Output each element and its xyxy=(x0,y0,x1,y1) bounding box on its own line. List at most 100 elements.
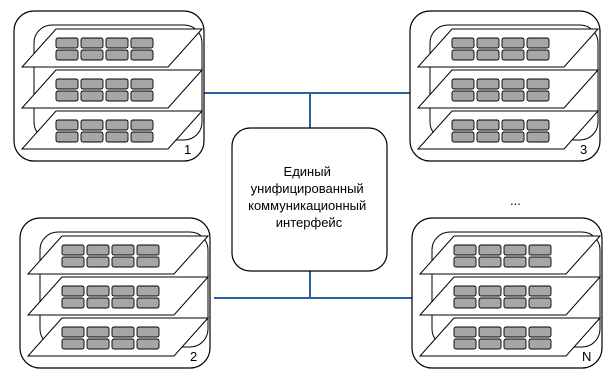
memory-chip xyxy=(476,90,500,102)
memory-chip xyxy=(136,285,160,297)
memory-chip xyxy=(453,256,477,268)
memory-chip xyxy=(86,326,110,338)
memory-chip xyxy=(528,338,552,350)
memory-chip xyxy=(526,37,550,49)
memory-chip xyxy=(478,338,502,350)
memory-chip xyxy=(55,78,79,90)
memory-chip xyxy=(453,338,477,350)
memory-chip xyxy=(478,297,502,309)
memory-chip xyxy=(136,326,160,338)
memory-chip xyxy=(503,285,527,297)
memory-chip xyxy=(136,297,160,309)
memory-chip xyxy=(478,285,502,297)
module-1: 1 xyxy=(13,10,205,162)
memory-chip xyxy=(80,119,104,131)
memory-chip xyxy=(476,78,500,90)
memory-chip xyxy=(55,90,79,102)
memory-chip xyxy=(528,256,552,268)
central-interface: Единый унифицированный коммуникационный … xyxy=(231,127,388,272)
center-line-3: коммуникационный xyxy=(248,198,366,213)
central-interface-box xyxy=(231,127,388,272)
memory-chip xyxy=(111,326,135,338)
memory-chip xyxy=(111,256,135,268)
memory-chip xyxy=(61,338,85,350)
memory-chip xyxy=(130,37,154,49)
memory-chip xyxy=(105,37,129,49)
memory-chip xyxy=(453,297,477,309)
memory-chip xyxy=(501,78,525,90)
center-line-1: Единый xyxy=(284,164,331,179)
memory-chip xyxy=(526,49,550,61)
module-groups: 1 2 3N xyxy=(13,10,603,369)
memory-chip xyxy=(451,131,475,143)
memory-chip xyxy=(61,326,85,338)
module-3: 3 xyxy=(409,10,601,162)
memory-chip xyxy=(501,49,525,61)
memory-chip xyxy=(111,285,135,297)
module-label-3: 3 xyxy=(580,142,587,157)
memory-chip xyxy=(136,256,160,268)
memory-chip xyxy=(55,49,79,61)
memory-chip xyxy=(111,338,135,350)
memory-chip xyxy=(503,244,527,256)
memory-chip xyxy=(501,131,525,143)
module-2: 2 xyxy=(19,217,211,369)
memory-chip xyxy=(501,90,525,102)
memory-chip xyxy=(503,297,527,309)
module-label-1: 1 xyxy=(184,142,191,157)
memory-chip xyxy=(130,131,154,143)
memory-chip xyxy=(476,49,500,61)
memory-chip xyxy=(80,131,104,143)
memory-chip xyxy=(130,49,154,61)
memory-chip xyxy=(478,256,502,268)
memory-chip xyxy=(61,256,85,268)
memory-chip xyxy=(86,244,110,256)
memory-chip xyxy=(476,131,500,143)
memory-chip xyxy=(453,326,477,338)
module-label-4: N xyxy=(582,349,591,364)
memory-chip xyxy=(86,256,110,268)
module-4: N xyxy=(411,217,603,369)
memory-chip xyxy=(526,78,550,90)
memory-chip xyxy=(105,78,129,90)
memory-chip xyxy=(130,119,154,131)
memory-chip xyxy=(80,37,104,49)
memory-chip xyxy=(61,297,85,309)
memory-chip xyxy=(105,49,129,61)
memory-chip xyxy=(503,256,527,268)
memory-chip xyxy=(528,297,552,309)
memory-chip xyxy=(130,78,154,90)
memory-chip xyxy=(526,131,550,143)
svg-text:Единый унифицированный: Единый унифицированный коммуникационный … xyxy=(248,164,370,230)
memory-chip xyxy=(526,90,550,102)
memory-chip xyxy=(501,119,525,131)
connector-lines xyxy=(204,92,414,299)
memory-chip xyxy=(80,78,104,90)
memory-chip xyxy=(503,326,527,338)
memory-chip xyxy=(451,49,475,61)
memory-chip xyxy=(105,90,129,102)
memory-chip xyxy=(451,78,475,90)
memory-chip xyxy=(80,90,104,102)
memory-chip xyxy=(501,37,525,49)
memory-chip xyxy=(478,244,502,256)
center-line-2: унифицированный xyxy=(251,181,364,196)
memory-chip xyxy=(111,297,135,309)
memory-chip xyxy=(136,338,160,350)
memory-chip xyxy=(476,119,500,131)
memory-chip xyxy=(61,285,85,297)
memory-chip xyxy=(451,37,475,49)
memory-chip xyxy=(453,244,477,256)
memory-chip xyxy=(61,244,85,256)
memory-chip xyxy=(528,244,552,256)
memory-chip xyxy=(111,244,135,256)
memory-chip xyxy=(86,285,110,297)
memory-chip xyxy=(86,297,110,309)
center-line-4: интерфейс xyxy=(276,215,343,230)
memory-chip xyxy=(451,90,475,102)
memory-chip xyxy=(478,326,502,338)
memory-chip xyxy=(130,90,154,102)
memory-chip xyxy=(528,326,552,338)
memory-chip xyxy=(528,285,552,297)
memory-chip xyxy=(451,119,475,131)
